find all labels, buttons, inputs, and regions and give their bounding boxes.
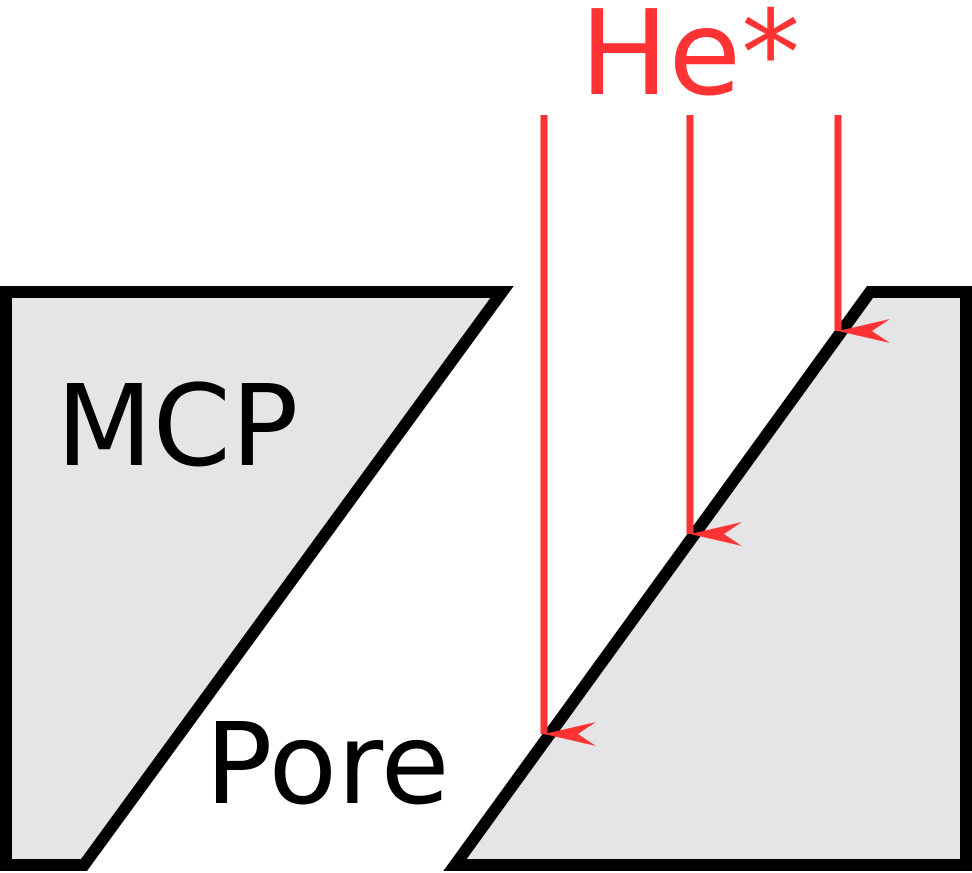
mcp-wall-left [0, 286, 514, 871]
pore-label: Pore [205, 700, 450, 830]
beam-label: He* [580, 0, 800, 122]
beam-group [540, 115, 890, 746]
mcp-label: MCP [56, 362, 298, 492]
mcp-wall-right [443, 286, 972, 871]
